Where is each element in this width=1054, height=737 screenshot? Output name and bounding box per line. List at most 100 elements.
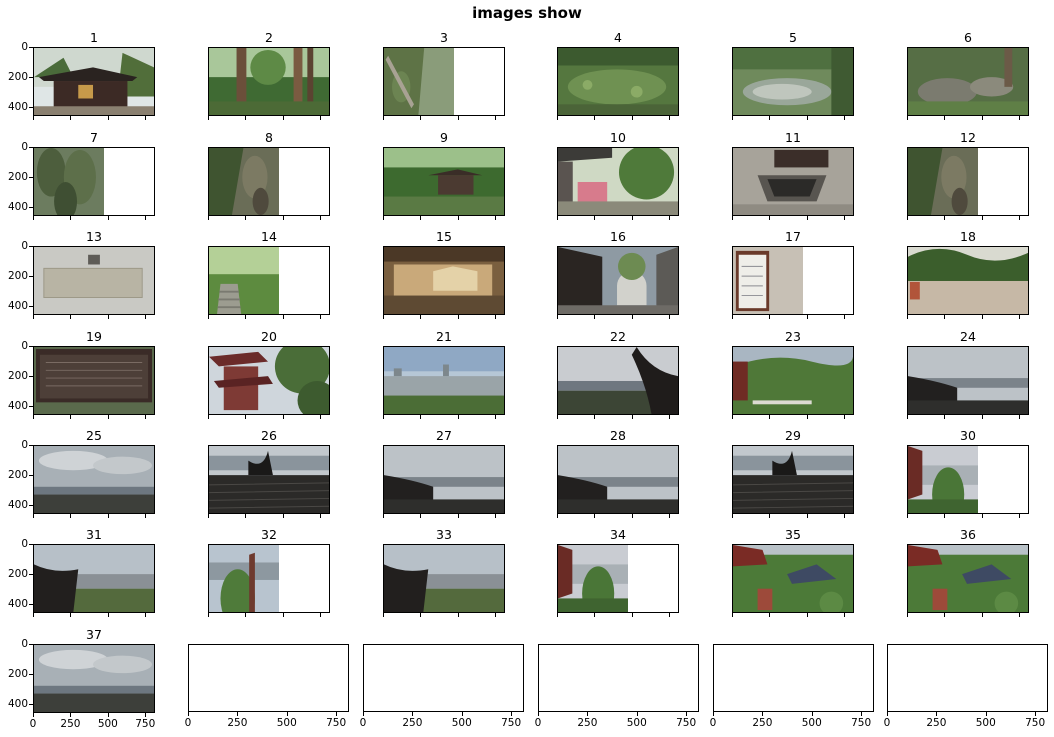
panel-image [208,544,330,613]
y-tick-mark [29,475,33,476]
x-tick-label: 500 [801,717,822,729]
x-tick-mark [769,216,771,220]
y-tick-label: 400 [7,400,28,412]
panel-title: 4 [614,30,622,45]
panel-title: 18 [960,229,976,244]
x-tick-mark [70,315,72,319]
x-tick-mark [713,712,714,716]
panel-image [907,147,1029,216]
y-tick-label: 400 [7,201,28,213]
y-tick-mark [29,107,33,108]
panel-image [557,346,679,415]
x-tick-mark [33,514,34,518]
x-tick-mark [70,415,72,419]
y-tick-label: 400 [7,101,28,113]
x-tick-mark [145,116,147,120]
x-tick-mark [981,216,983,220]
x-tick-label: 0 [359,717,367,729]
x-tick-mark [981,415,983,419]
x-tick-mark [669,315,671,319]
x-tick-mark [420,613,422,617]
panel-image [557,47,679,116]
panel-image [907,346,1029,415]
y-tick-mark [29,644,33,645]
x-tick-label: 500 [276,717,297,729]
x-tick-mark [732,116,733,120]
y-tick-mark [29,544,33,545]
x-tick-mark [107,514,109,518]
x-tick-mark [495,315,497,319]
y-tick-label: 200 [7,668,28,680]
panel-image [732,246,854,315]
y-tick-mark [29,376,33,377]
x-tick-mark [594,216,596,220]
x-tick-mark [806,415,808,419]
x-tick-label: 250 [60,718,81,730]
x-tick-mark [320,315,322,319]
x-tick-mark [70,613,72,617]
x-tick-mark [944,514,946,518]
x-tick-mark [1019,216,1021,220]
x-tick-label: 0 [883,717,891,729]
x-tick-mark [557,613,558,617]
x-tick-mark [457,415,459,419]
x-tick-label: 750 [135,718,156,730]
x-tick-mark [33,116,34,120]
x-tick-mark [70,713,72,717]
x-tick-mark [806,116,808,120]
x-tick-mark [420,415,422,419]
x-tick-label: 750 [851,717,872,729]
y-tick-mark [29,346,33,347]
x-tick-mark [631,315,633,319]
x-tick-mark [145,514,147,518]
x-tick-mark [208,315,209,319]
y-tick-mark [29,674,33,675]
x-tick-mark [557,415,558,419]
x-tick-mark [383,116,384,120]
x-tick-mark [861,712,863,716]
y-tick-label: 0 [21,439,28,451]
panel-image [33,644,155,713]
x-tick-mark [336,712,338,716]
x-tick-mark [107,415,109,419]
x-tick-mark [1019,415,1021,419]
panel-title: 2 [265,30,273,45]
x-tick-mark [420,514,422,518]
x-tick-mark [944,116,946,120]
x-tick-mark [631,216,633,220]
panel-title: 29 [785,428,801,443]
y-tick-label: 400 [7,698,28,710]
y-tick-mark [29,505,33,506]
y-tick-label: 0 [21,240,28,252]
x-tick-mark [245,613,247,617]
x-tick-mark [208,216,209,220]
x-tick-mark [107,613,109,617]
empty-axes [188,644,349,712]
panel-title: 31 [86,527,102,542]
x-tick-label: 250 [577,717,598,729]
y-tick-label: 400 [7,499,28,511]
x-tick-mark [587,712,589,716]
x-tick-mark [762,712,764,716]
x-tick-mark [320,613,322,617]
x-tick-mark [282,216,284,220]
panel-title: 35 [785,527,801,542]
x-tick-mark [631,415,633,419]
x-tick-mark [557,216,558,220]
x-tick-mark [844,315,846,319]
x-tick-mark [806,613,808,617]
x-tick-mark [320,514,322,518]
x-tick-mark [811,712,813,716]
x-tick-mark [907,116,908,120]
y-tick-mark [29,574,33,575]
y-tick-label: 200 [7,71,28,83]
x-tick-mark [907,514,908,518]
x-tick-mark [320,116,322,120]
x-tick-mark [245,116,247,120]
x-tick-mark [208,514,209,518]
x-tick-mark [669,216,671,220]
panel-image [33,346,155,415]
x-tick-mark [669,415,671,419]
x-tick-mark [981,514,983,518]
x-tick-mark [1019,116,1021,120]
